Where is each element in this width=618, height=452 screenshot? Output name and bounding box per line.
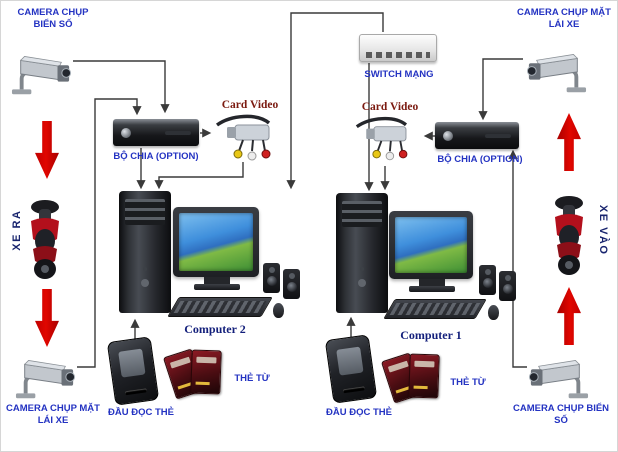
computer-left-speaker-2 [283,269,300,299]
rfid-cards-left-icon [162,348,227,400]
label-computer-left: Computer 2 [184,322,246,336]
usb-video-capture-left-icon [213,113,287,163]
label-splitter-right: BỘ CHIA (OPTION) [437,154,523,165]
motorbike-entry-icon [541,193,597,277]
label-camera-top-right: CAMERA CHỤP MẶT LÁI XE [517,7,611,31]
computer-right-speaker-2 [499,271,516,301]
label-cards-right: THẺ TỪ [450,377,486,388]
computer-right-tower [336,193,388,313]
computer-left-screen [179,213,253,271]
card-reader-left-device [106,336,160,406]
computer-right-speaker-1 [479,265,496,295]
video-splitter-right-device [435,122,519,149]
camera-bottom-left-icon [15,349,77,401]
label-card-reader-right: ĐẦU ĐỌC THẺ [326,407,392,418]
label-camera-top-left: CAMERA CHỤP BIỂN SỐ [17,7,89,31]
computer-right-monitor [389,211,473,279]
computer-left-monitor-stand [204,277,230,285]
label-card-video-left: Card Video [221,99,279,111]
label-camera-bottom-left: CAMERA CHỤP MẶT LÁI XE [6,403,100,427]
computer-left-tower [119,191,171,313]
usb-video-capture-right-icon [353,115,423,163]
camera-bottom-right-icon [527,349,589,401]
computer-left-speaker-1 [263,263,280,293]
label-card-reader-left: ĐẦU ĐỌC THẺ [108,407,174,418]
rfid-cards-right-icon [380,352,445,404]
network-switch-device [359,34,437,62]
computer-right-mouse [488,305,499,320]
label-cards-left: THẺ TỪ [234,373,270,384]
rfid-card [190,349,222,395]
label-lane-exit: XE RA [10,209,23,251]
camera-top-left-icon [11,45,73,97]
motorbike-exit-icon [17,197,73,281]
computer-right-monitor-base [409,286,455,292]
video-splitter-left-device [113,119,199,146]
computer-left-monitor [173,207,259,277]
computer-right-screen [395,217,467,273]
computer-left-keyboard [167,297,273,317]
label-card-video-right: Card Video [361,101,419,113]
computer-left-monitor-base [194,284,240,290]
computer-right-monitor-stand [419,279,445,287]
rfid-card [408,353,440,399]
camera-top-right-icon [525,43,587,95]
label-lane-entry: XE VÀO [597,204,610,256]
computer-right-keyboard [383,299,487,319]
label-camera-bottom-right: CAMERA CHỤP BIỂN SỐ [512,403,610,427]
card-reader-right-device [324,334,378,404]
label-computer-right: Computer 1 [400,328,462,342]
label-switch: SWITCH MẠNG [364,69,434,80]
computer-left-mouse [273,303,284,318]
label-splitter-left: BỘ CHIA (OPTION) [113,151,199,162]
